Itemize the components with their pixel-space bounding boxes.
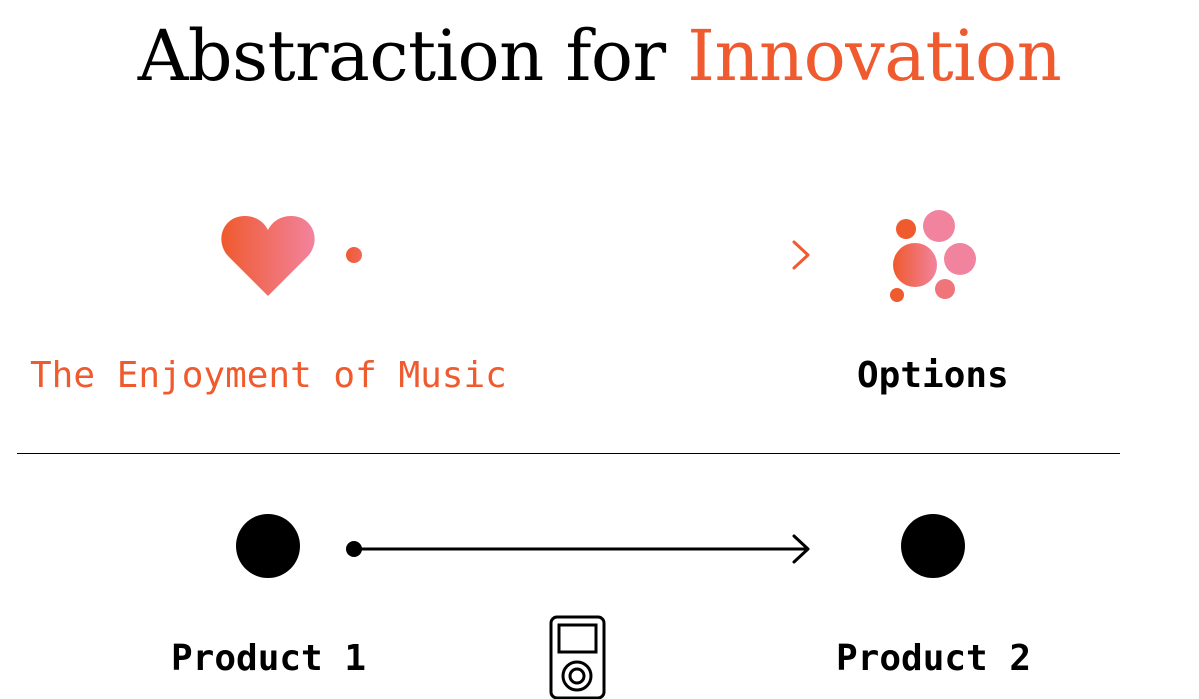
- bottom-arrow: [346, 534, 810, 564]
- product-1-dot-icon: [236, 514, 300, 578]
- label-enjoyment-of-music: The Enjoyment of Music: [30, 355, 507, 396]
- section-divider: [17, 453, 1120, 454]
- title-main: Abstraction for: [137, 15, 666, 97]
- title-accent: Innovation: [687, 15, 1062, 97]
- bubbles-icon: [890, 210, 976, 302]
- heart-icon: [221, 216, 315, 296]
- label-options: Options: [857, 355, 1009, 396]
- music-player-icon: [549, 615, 606, 699]
- product-2-dot-icon: [901, 514, 965, 578]
- top-arrow: [346, 240, 810, 270]
- label-product-1: Product 1: [171, 638, 367, 679]
- label-product-2: Product 2: [836, 638, 1032, 679]
- page-title: Abstraction for Innovation: [0, 14, 1199, 98]
